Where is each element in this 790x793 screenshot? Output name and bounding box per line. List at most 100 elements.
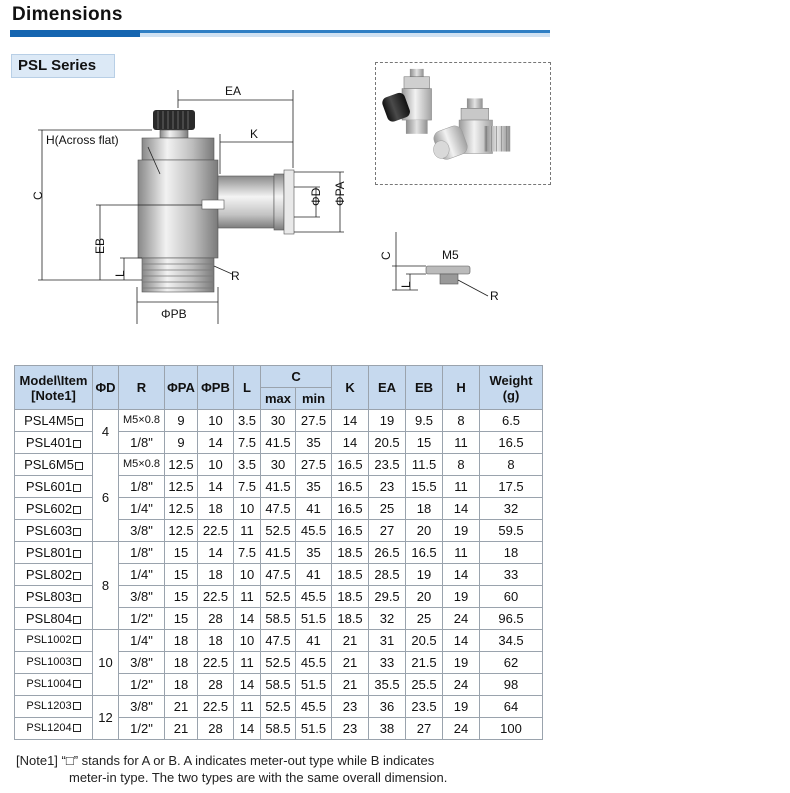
cell-ea: 20.5	[368, 431, 407, 454]
cell-pb: 28	[197, 673, 234, 696]
cell-cmin: 45.5	[294, 651, 333, 674]
cell-l: 14	[233, 673, 261, 696]
m5-drawing: C M5 L R	[379, 232, 499, 303]
cell-ea: 23	[368, 475, 407, 498]
cell-pa: 18	[164, 629, 198, 652]
l-label: L	[113, 270, 127, 277]
cell-cmin: 41	[294, 563, 333, 586]
type-box-icon	[72, 680, 81, 688]
cell-h: 19	[442, 695, 481, 718]
cell-k: 18.5	[331, 563, 370, 586]
cell-pb: 28	[197, 607, 234, 630]
header-pb: ΦPB	[197, 365, 234, 410]
header-c-max: max	[260, 387, 296, 410]
cell-pa: 15	[164, 607, 198, 630]
cell-cmax: 58.5	[260, 607, 296, 630]
cell-l: 11	[233, 695, 261, 718]
cell-w: 100	[479, 717, 544, 740]
header-ea: EA	[368, 365, 407, 410]
h-label: H(Across flat)	[46, 133, 119, 147]
header-l: L	[233, 365, 261, 410]
cell-w: 59.5	[479, 519, 544, 542]
cell-h: 11	[442, 475, 481, 498]
cell-pa: 12.5	[164, 475, 198, 498]
cell-pb: 18	[197, 629, 234, 652]
cell-pa: 15	[164, 585, 198, 608]
cell-l: 10	[233, 497, 261, 520]
cell-ea: 26.5	[368, 541, 407, 564]
cell-k: 16.5	[331, 519, 370, 542]
cell-pa: 15	[164, 563, 198, 586]
cell-r: 1/2"	[118, 673, 165, 696]
cell-cmin: 45.5	[294, 695, 333, 718]
cell-eb: 27	[405, 717, 444, 740]
cell-cmin: 27.5	[294, 409, 333, 432]
cell-model: PSL1002	[14, 629, 93, 652]
type-box-icon	[73, 616, 82, 624]
cell-cmax: 58.5	[260, 717, 296, 740]
header-pa: ΦPA	[164, 365, 198, 410]
cell-l: 11	[233, 519, 261, 542]
header-d: ΦD	[92, 365, 119, 410]
eb-label: EB	[93, 238, 107, 254]
cell-model: PSL6M5	[14, 453, 93, 476]
cell-pa: 12.5	[164, 453, 198, 476]
cell-eb: 16.5	[405, 541, 444, 564]
cell-w: 8	[479, 453, 544, 476]
cell-model: PSL603	[14, 519, 93, 542]
cell-w: 18	[479, 541, 544, 564]
cell-ea: 25	[368, 497, 407, 520]
cell-h: 19	[442, 519, 481, 542]
type-box-icon	[73, 594, 82, 602]
cell-h: 11	[442, 431, 481, 454]
cell-ea: 29.5	[368, 585, 407, 608]
type-box-icon	[72, 658, 81, 666]
cell-eb: 15	[405, 431, 444, 454]
cell-d: 6	[92, 453, 119, 542]
cell-ea: 19	[368, 409, 407, 432]
cell-l: 3.5	[233, 453, 261, 476]
cell-w: 62	[479, 651, 544, 674]
type-box-icon	[72, 636, 81, 644]
cell-k: 21	[331, 651, 370, 674]
cell-cmin: 45.5	[294, 585, 333, 608]
cell-k: 23	[331, 695, 370, 718]
cell-h: 11	[442, 541, 481, 564]
cell-model: PSL1003	[14, 651, 93, 674]
cell-eb: 18	[405, 497, 444, 520]
cell-ea: 31	[368, 629, 407, 652]
cell-eb: 15.5	[405, 475, 444, 498]
cell-r: 1/8"	[118, 541, 165, 564]
cell-cmin: 35	[294, 541, 333, 564]
cell-cmax: 41.5	[260, 475, 296, 498]
footnote-line-2: meter-in type. The two types are with th…	[69, 770, 448, 785]
cell-k: 21	[331, 629, 370, 652]
cell-pb: 22.5	[197, 651, 234, 674]
knob-shape	[153, 110, 195, 130]
cell-cmax: 30	[260, 453, 296, 476]
cell-ea: 38	[368, 717, 407, 740]
cell-pb: 14	[197, 541, 234, 564]
cell-cmax: 52.5	[260, 585, 296, 608]
cell-eb: 23.5	[405, 695, 444, 718]
black-fitting-image	[382, 68, 432, 134]
type-box-icon	[73, 484, 82, 492]
cell-cmax: 41.5	[260, 541, 296, 564]
header-c-min: min	[294, 387, 333, 410]
cell-w: 98	[479, 673, 544, 696]
cell-eb: 19	[405, 563, 444, 586]
r-label: R	[231, 269, 240, 283]
cell-pb: 10	[197, 453, 234, 476]
cell-l: 3.5	[233, 409, 261, 432]
cell-w: 6.5	[479, 409, 544, 432]
cell-d: 10	[92, 629, 119, 696]
k-label: K	[250, 127, 258, 141]
header-h: H	[442, 365, 481, 410]
small-m5-label: M5	[442, 248, 459, 262]
